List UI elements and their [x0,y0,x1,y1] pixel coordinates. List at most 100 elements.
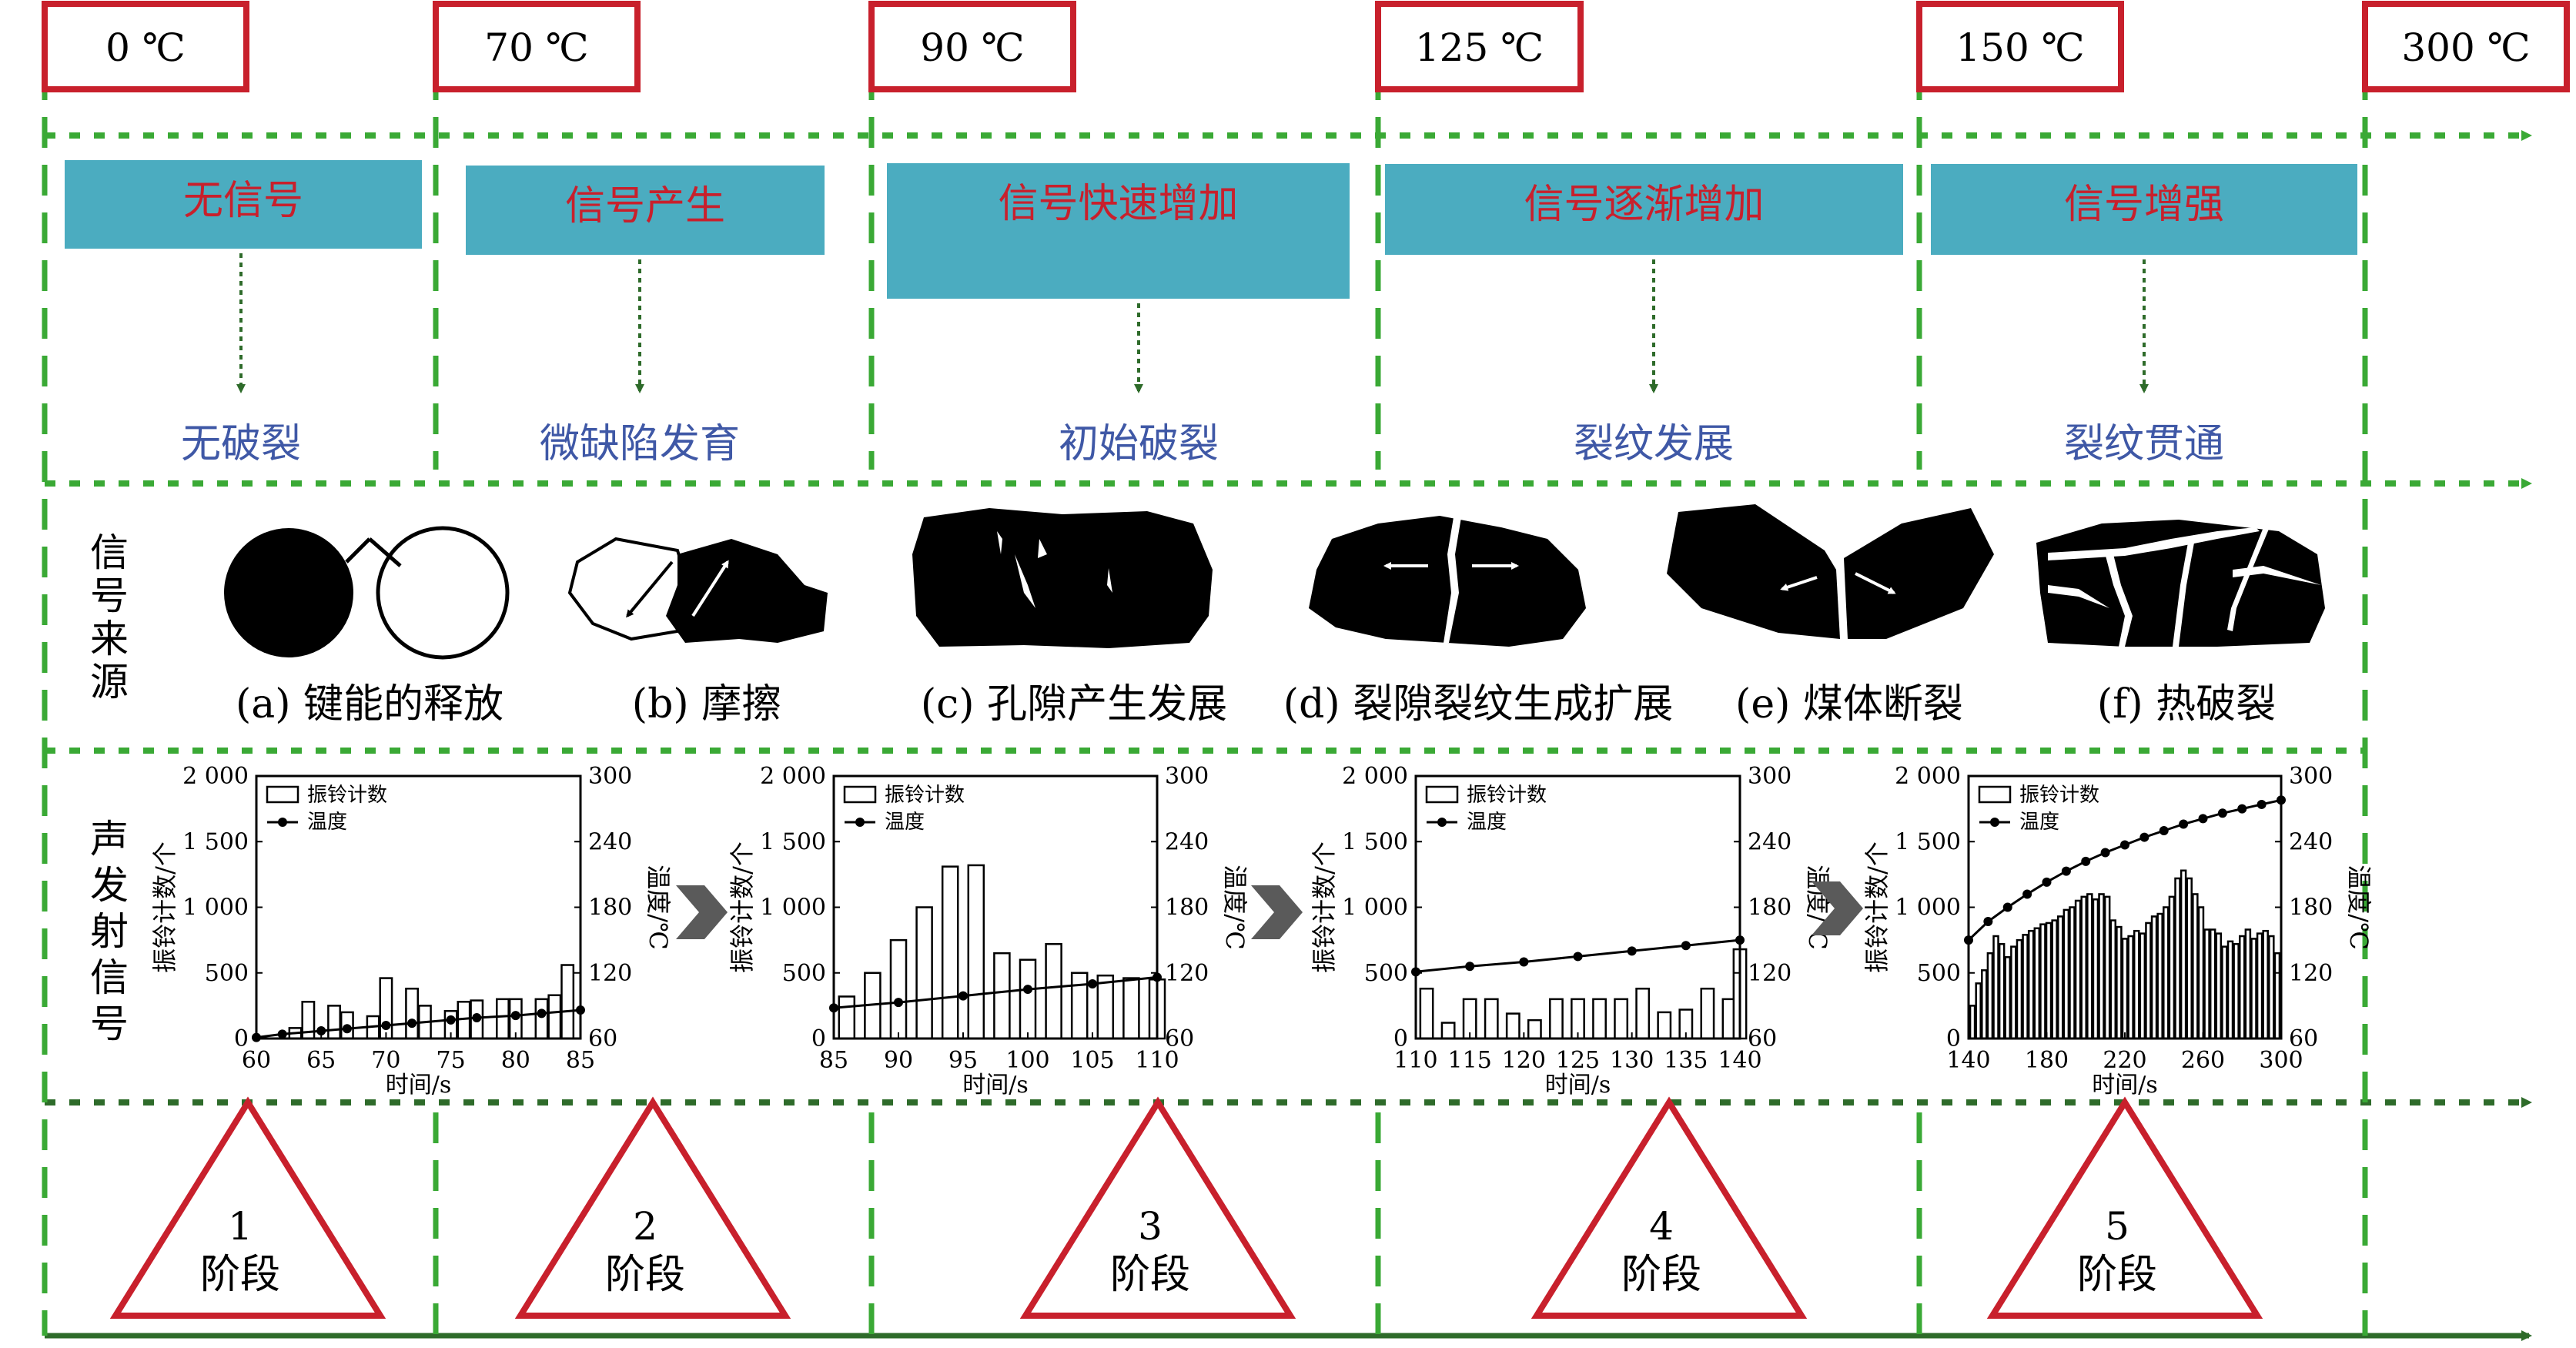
legend-bar-swatch [1425,785,1459,804]
y-tick-label: 500 [1917,960,1961,987]
legend-label: 振铃计数 [307,784,387,807]
x-tick-label: 135 [1664,1047,1708,1074]
temperature-point [2139,832,2149,842]
y2-tick-label: 240 [2289,828,2333,855]
y-tick-label: 1 000 [182,895,249,922]
y2-tick-label: 120 [2289,960,2333,987]
y-tick-label: 0 [811,1025,826,1052]
stage-triangle: 2阶段 [514,1096,791,1319]
x-tick-label: 75 [437,1047,466,1074]
y-tick-label: 0 [1393,1025,1408,1052]
chevron-right-icon [676,885,728,939]
ring-count-bar [2069,906,2076,1040]
ring-count-bar [1635,987,1651,1040]
legend-label: 温度 [885,811,925,834]
temperature-point [1023,985,1032,995]
y-tick-label: 1 000 [1342,895,1408,922]
thermal-cracking-illustration [2036,520,2325,647]
temperature-label: 70 ℃ [484,25,588,70]
temperature-point [2237,804,2247,814]
temperature-point [2022,889,2032,899]
y-tick-label: 1 000 [1895,895,1961,922]
ring-count-bar [327,1005,341,1040]
ring-count-bar [1614,998,1629,1040]
y2-tick-label: 180 [1165,895,1209,922]
x-tick-label: 115 [1448,1047,1492,1074]
ring-count-bar [2268,935,2275,1040]
fracture-state-label: 初始破裂 [1059,421,1219,467]
temperature-point [537,1008,547,1019]
y-tick-label: 2 000 [760,763,826,790]
row-label-char: 射 [90,909,129,954]
bond-energy-illustration [224,526,510,660]
signal-state-label: 信号产生 [565,183,725,229]
x-tick-label: 180 [2025,1047,2069,1074]
temperature-box: 70 ℃ [433,1,641,92]
signal-state-label: 信号增强 [2064,182,2224,228]
row-label-char: 来 [90,617,129,661]
ring-count-bar [2221,945,2228,1040]
ring-count-bar [2215,932,2223,1040]
ring-count-bar [1122,977,1140,1040]
legend-label: 振铃计数 [2019,784,2099,807]
y2-tick-label: 240 [588,828,632,855]
temperature-point [381,1020,391,1030]
temperature-point [1627,946,1637,956]
signal-source-label: (b) 摩擦 [632,681,781,728]
temperature-label: 0 ℃ [105,25,186,70]
signal-source-labels: (a) 键能的释放(b) 摩擦(c) 孔隙产生发展(d) 裂隙裂纹生成扩展(e)… [236,681,2276,728]
ring-count-bar [941,865,959,1040]
x-tick-label: 80 [501,1047,530,1074]
ring-count-bar [1019,958,1037,1040]
ring-count-bar [2121,938,2129,1040]
temperature-box: 125 ℃ [1375,1,1584,92]
ring-count-bar [2239,935,2246,1040]
x-tick-label: 90 [884,1047,913,1074]
ring-count-bar [534,998,549,1040]
temperature-label: 125 ℃ [1415,25,1544,70]
fracture-state-label: 裂纹贯通 [2064,421,2224,467]
temperature-point [2061,866,2071,876]
ring-count-bar [2186,877,2193,1040]
signal-state-box: 无信号 [65,160,422,393]
ring-count-bar [2033,927,2041,1040]
ring-count-bar [2039,923,2046,1040]
signal-state-row: 无信号无破裂信号产生微缺陷发育信号快速增加初始破裂信号逐渐增加裂纹发展信号增强裂… [65,160,2357,467]
stage-number: 5 [2105,1204,2129,1249]
ring-count-bar [2145,922,2152,1040]
y2-tick-label: 180 [588,895,632,922]
signal-source-label: (d) 裂隙裂纹生成扩展 [1283,681,1673,728]
ring-count-bar [2057,915,2064,1040]
ring-count-bar [2250,938,2257,1040]
y2-tick-label: 300 [588,763,632,790]
ring-count-bar [2103,895,2111,1040]
ring-count-bar [967,864,985,1040]
ring-count-bar [2139,932,2146,1040]
ring-count-bar [2027,929,2035,1040]
ring-count-bar [2116,925,2123,1040]
temperature-point [407,1019,417,1029]
ring-count-bar [1419,987,1434,1040]
temperature-label: 300 ℃ [2401,25,2530,70]
ring-count-bar [2256,932,2263,1040]
ring-count-bar [2262,929,2269,1040]
stage-triangle: 3阶段 [1019,1096,1296,1319]
ring-count-bar [2109,919,2117,1040]
ring-count-bar [2174,877,2181,1040]
row-label-char: 声 [90,817,129,861]
y2-axis-title: 温度/℃ [644,865,673,950]
x-tick-label: 60 [242,1047,271,1074]
temperature-point [2002,902,2012,912]
temperature-box: 0 ℃ [42,1,249,92]
ring-count-bar [2127,935,2134,1040]
fracture-state-label: 无破裂 [181,421,301,467]
y-tick-label: 1 500 [760,828,826,855]
signal-state-label: 信号快速增加 [998,181,1238,227]
legend-bar-swatch [1978,785,2012,804]
stage-number: 4 [1649,1204,1674,1249]
